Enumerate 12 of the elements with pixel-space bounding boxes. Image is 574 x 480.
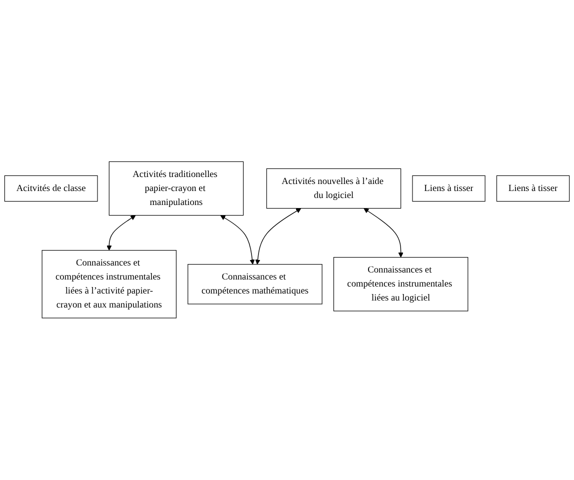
node-box: Acitvités de classe [4,176,98,202]
arrow [106,215,136,251]
node-box: Connaissances et compétences mathématiques [188,264,322,304]
node-box: Liens à tisser [412,176,486,202]
node-box: Liens à tisser [496,176,570,202]
arrow [255,208,302,265]
arrow [364,208,404,258]
node-box: Connaissances et compétences instrumentales liées au logiciel [333,257,468,312]
node-box: Connaissances et compétences instrumentales liées à l’activité papier-crayon et aux manipulations [42,250,177,318]
arrow [220,215,255,265]
node-box: Activités traditionelles papier-crayon et manipulations [108,162,244,216]
node-box: Activités nouvelles à l’aide du logiciel [266,168,402,209]
